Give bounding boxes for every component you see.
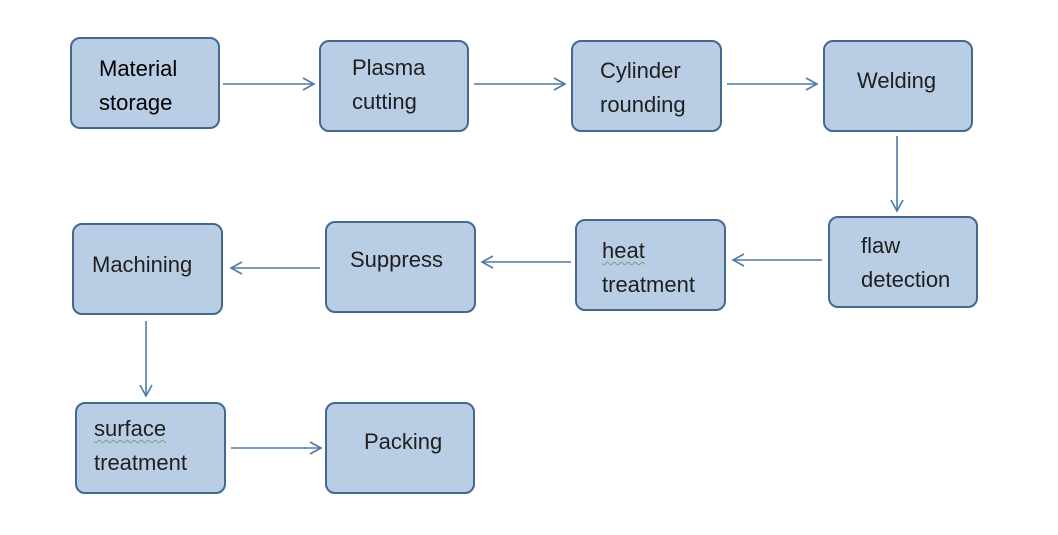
node-material-storage-line2: storage bbox=[99, 90, 173, 115]
node-cylinder-rounding-line2: rounding bbox=[600, 92, 686, 117]
node-suppress-line1: Suppress bbox=[350, 247, 443, 272]
node-plasma-cutting-line1: Plasma bbox=[352, 55, 426, 80]
node-welding-line1: Welding bbox=[857, 68, 937, 93]
node-welding: Welding bbox=[823, 40, 973, 132]
node-suppress: Suppress bbox=[325, 221, 476, 313]
node-packing: Packing bbox=[325, 402, 475, 494]
node-machining: Machining bbox=[72, 223, 223, 315]
node-heat-treatment-line2: treatment bbox=[602, 272, 695, 297]
node-cylinder-rounding: Cylinder rounding bbox=[571, 40, 722, 132]
node-flaw-detection-line1: flaw bbox=[861, 233, 901, 258]
node-plasma-cutting-line2: cutting bbox=[352, 89, 417, 114]
node-packing-line1: Packing bbox=[364, 429, 443, 454]
node-material-storage-line1: Material bbox=[99, 56, 178, 81]
node-heat-treatment-line1: heat bbox=[602, 238, 645, 263]
node-flaw-detection-line2: detection bbox=[861, 267, 951, 292]
node-flaw-detection: flaw detection bbox=[828, 216, 978, 308]
node-heat-treatment: heat treatment bbox=[575, 219, 726, 311]
node-machining-line1: Machining bbox=[92, 252, 193, 277]
node-plasma-cutting: Plasma cutting bbox=[319, 40, 469, 132]
node-surface-treatment-line1: surface bbox=[94, 416, 167, 441]
node-surface-treatment: surface treatment bbox=[75, 402, 226, 494]
node-cylinder-rounding-line1: Cylinder bbox=[600, 58, 681, 83]
node-material-storage: Material storage bbox=[70, 37, 220, 129]
node-surface-treatment-line2: treatment bbox=[94, 450, 187, 475]
